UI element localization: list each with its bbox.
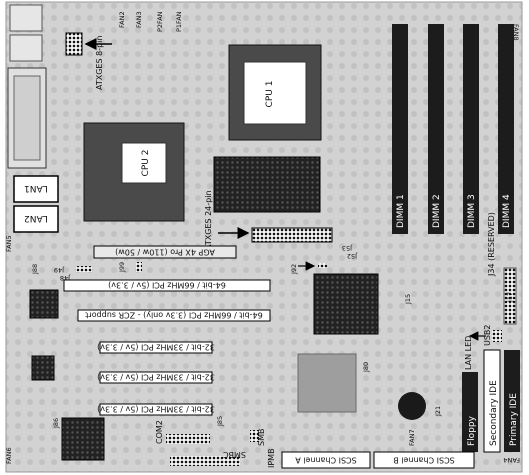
j34-label: J34 (RESERVED) [487, 212, 496, 277]
j21-label: J21 [434, 406, 442, 417]
left-chip-1 [29, 289, 59, 319]
lan2-label: LAN2 [24, 213, 48, 223]
lan2-port: LAN2 [13, 205, 59, 233]
cpu1-label: CPU 1 [265, 81, 275, 108]
primary-ide-connector: Primary IDE [504, 350, 520, 452]
atx-24pin-label: ATXGES 24-pin [204, 190, 213, 250]
primary-ide-label: Primary IDE [509, 393, 519, 446]
pci64-slot-1: 64-bit / 66MHz PCI (5v / 3.3v) [63, 279, 271, 292]
j15-label: J15 [404, 294, 412, 305]
lan1-label: LAN1 [24, 183, 48, 193]
left-chip-2 [31, 355, 55, 381]
ipmb-label: IPMB [267, 448, 276, 468]
p2fan-label: P2FAN [156, 11, 164, 32]
pci64-2-label: 64-bit / 66MHz PCI (3.3v only) - ZCR sup… [85, 311, 262, 320]
cpu1-socket: CPU 1 [228, 44, 322, 141]
j99-pins [136, 262, 142, 272]
smbc-header [170, 456, 240, 466]
top-fan-headers: FAN2 FAN3 P2FAN P1FAN FAN8 [118, 11, 520, 40]
fan5-header: FAN5 [5, 235, 13, 252]
usb2-header [492, 330, 502, 342]
j99-label: J99 [118, 262, 126, 273]
northbridge-chip [213, 156, 321, 213]
dimm1-slot: DIMM 1 [392, 24, 408, 234]
fan7-label: FAN7 [408, 429, 416, 446]
usb2-label: USB2 [483, 324, 492, 346]
atx-8pin-connector: ATXGES 8-pin [65, 32, 112, 90]
floppy-label: Floppy [467, 415, 477, 446]
fan5-label: FAN5 [5, 235, 13, 252]
smbc-label: SMBC [223, 450, 246, 459]
lan1-port: LAN1 [13, 175, 59, 203]
pci32-2-label: 32-bit / 33MHz PCI (5v / 3.3v) [97, 373, 215, 382]
cpu2-label: CPU 2 [141, 150, 151, 177]
fan6-label: FAN6 [5, 447, 13, 464]
scsi-b-label: SCSI Channel B [393, 456, 455, 465]
pci32-slot-1: 32-bit / 33MHz PCI (5v / 3.3v) [97, 341, 215, 354]
com2-header [166, 434, 210, 444]
dimm-slots: DIMM 1 DIMM 2 DIMM 3 DIMM 4 [392, 24, 514, 234]
j80-label: J80 [362, 362, 370, 373]
dimm3-label: DIMM 3 [467, 194, 477, 228]
j86-label: J86 [52, 418, 60, 429]
smb-header [250, 430, 260, 442]
pci64-slot-2: 64-bit / 66MHz PCI (3.3v only) - ZCR sup… [77, 309, 271, 322]
j17-header [503, 267, 517, 325]
left-chip-3 [61, 417, 105, 461]
atx-24pin-connector: ATXGES 24-pin [204, 190, 333, 250]
dimm1-label: DIMM 1 [396, 194, 406, 228]
j48-pins [76, 266, 92, 272]
dimm4-label: DIMM 4 [502, 194, 512, 228]
agp-label: AGP 4X Pro (110w / 50w) [115, 248, 215, 257]
cmos-battery [398, 392, 426, 420]
j49-label: J49 [54, 266, 65, 274]
p1fan-label: P1FAN [175, 11, 183, 32]
dimm4-slot: DIMM 4 [498, 24, 514, 234]
rear-io-panel [7, 4, 47, 169]
pci32-3-label: 32-bit / 33MHz PCI (5v / 3.3v) [97, 405, 215, 414]
pci64-1-label: 64-bit / 66MHz PCI (5v / 3.3v) [108, 281, 226, 290]
j48-label: J48 [60, 274, 71, 282]
pci32-slot-2: 32-bit / 33MHz PCI (5v / 3.3v) [97, 371, 215, 384]
lan-led-label: LAN LED [464, 336, 473, 370]
j85-label: J85 [216, 416, 224, 427]
scsi-channel-b: SCSI Channel B [373, 451, 475, 469]
floppy-connector: Floppy [462, 372, 478, 452]
j53-label: J53 [342, 244, 353, 252]
southbridge-chip [313, 273, 379, 335]
secondary-ide-label: Secondary IDE [489, 380, 499, 446]
scsi-controller-chip [297, 353, 357, 413]
j92-label: J92 [290, 264, 298, 275]
fan3-label: FAN3 [135, 11, 143, 28]
smb-label: SMB [257, 429, 266, 446]
dimm2-slot: DIMM 2 [428, 24, 444, 234]
j88-label: J88 [31, 264, 39, 275]
pci32-slot-3: 32-bit / 33MHz PCI (5v / 3.3v) [97, 403, 215, 416]
fan4-label: FAN4 [503, 456, 520, 464]
fan2-label: FAN2 [118, 11, 126, 28]
j92-pins [318, 263, 327, 268]
agp-slot: AGP 4X Pro (110w / 50w) [93, 245, 237, 259]
fan8-label: FAN8 [512, 24, 520, 41]
com2-label: COM2 [155, 420, 164, 444]
cpu2-socket: CPU 2 [83, 122, 185, 222]
atx-8pin-label: ATXGES 8-pin [95, 36, 104, 90]
pci32-1-label: 32-bit / 33MHz PCI (5v / 3.3v) [97, 343, 215, 352]
secondary-ide-connector: Secondary IDE [483, 349, 501, 453]
j52-label: J52 [347, 252, 358, 260]
dimm3-slot: DIMM 3 [463, 24, 479, 234]
dimm2-label: DIMM 2 [432, 194, 442, 228]
scsi-channel-a: SCSI Channel A [281, 451, 371, 469]
j17-label: J17 [506, 292, 514, 303]
scsi-a-label: SCSI Channel A [295, 456, 357, 465]
